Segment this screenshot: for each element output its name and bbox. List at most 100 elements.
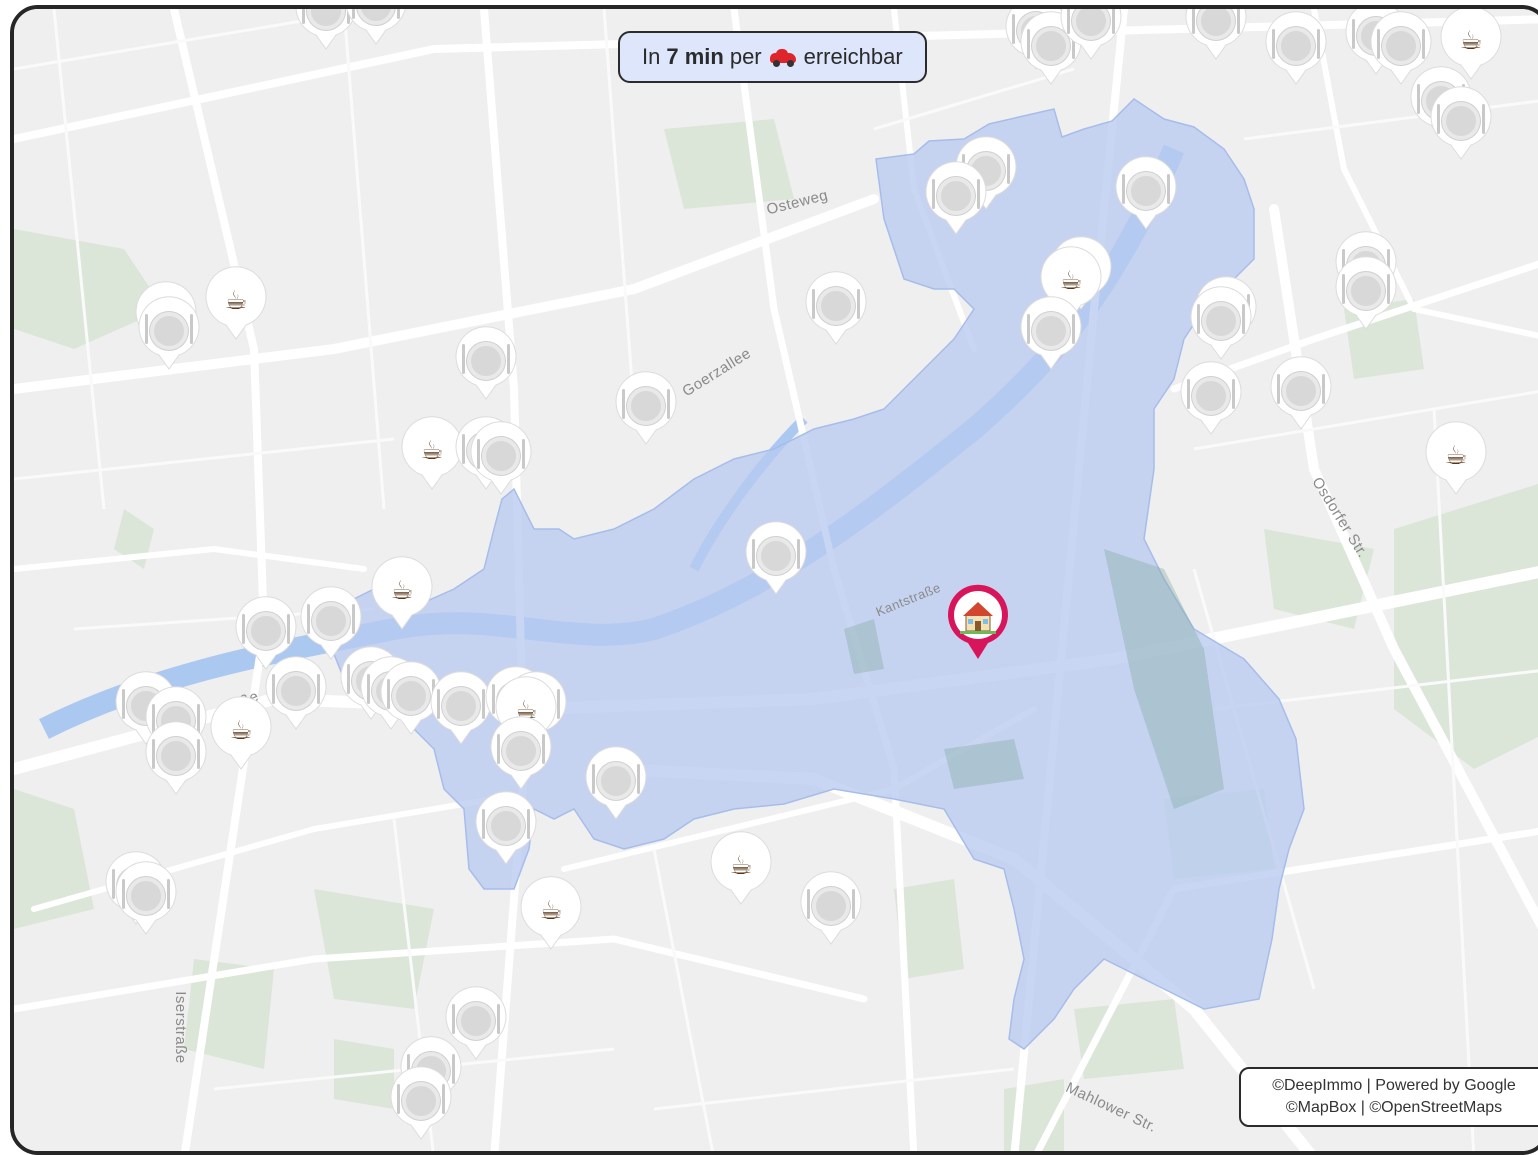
cafe-icon: ☕: [1059, 266, 1083, 296]
restaurant-icon: [1269, 359, 1333, 423]
restaurant-marker[interactable]: [614, 371, 678, 446]
restaurant-marker[interactable]: [1059, 9, 1123, 61]
cafe-marker[interactable]: ☕: [1439, 9, 1503, 81]
restaurant-marker[interactable]: [234, 596, 298, 671]
restaurant-icon: [114, 864, 178, 928]
restaurant-icon: [1184, 9, 1248, 53]
restaurant-marker[interactable]: [1264, 11, 1328, 86]
cafe-icon: ☕: [390, 576, 414, 606]
cafe-icon: ☕: [229, 716, 253, 746]
restaurant-marker[interactable]: [444, 986, 508, 1061]
restaurant-marker[interactable]: [299, 586, 363, 661]
restaurant-icon: [379, 664, 443, 728]
cafe-icon: ☕: [224, 286, 248, 316]
house-icon: [960, 602, 996, 634]
restaurant-icon: [1429, 89, 1493, 153]
restaurant-marker[interactable]: [264, 656, 328, 731]
restaurant-marker[interactable]: [584, 746, 648, 821]
street-label-iserstrasse: Iserstraße: [171, 991, 189, 1064]
cafe-icon: ☕: [1459, 26, 1483, 56]
cafe-marker[interactable]: ☕: [519, 876, 583, 951]
restaurant-icon: [299, 589, 363, 653]
restaurant-icon: [1264, 14, 1328, 78]
attribution-line-1: ©DeepImmo | Powered by Google: [1272, 1077, 1516, 1094]
restaurant-icon: [584, 749, 648, 813]
banner-suffix: erreichbar: [803, 44, 903, 69]
banner-duration: 7 min: [666, 44, 724, 69]
restaurant-marker[interactable]: [474, 791, 538, 866]
car-icon: [769, 49, 796, 67]
restaurant-marker[interactable]: [1429, 86, 1493, 161]
restaurant-marker[interactable]: [144, 721, 208, 796]
travel-time-banner: In 7 min per erreichbar: [618, 31, 927, 83]
restaurant-marker[interactable]: [1019, 296, 1083, 371]
home-pin-shape: [948, 584, 1008, 659]
restaurant-marker[interactable]: [429, 671, 493, 746]
restaurant-marker[interactable]: [1179, 361, 1243, 436]
cafe-marker[interactable]: ☕: [709, 831, 773, 906]
banner-per: per: [729, 44, 762, 69]
restaurant-icon: [744, 524, 808, 588]
restaurant-marker[interactable]: [344, 9, 408, 46]
restaurant-icon: [924, 164, 988, 228]
restaurant-icon: [144, 724, 208, 788]
isochrone-parks: [844, 549, 1224, 809]
restaurant-marker[interactable]: [389, 1066, 453, 1141]
restaurant-marker[interactable]: [1184, 9, 1248, 61]
restaurant-marker[interactable]: [294, 9, 358, 51]
restaurant-icon: [1189, 289, 1253, 353]
restaurant-icon: [489, 719, 553, 783]
map-frame[interactable]: Osteweg Goerzallee Kantstraße Osdorfer S…: [10, 5, 1538, 1155]
restaurant-marker[interactable]: [1334, 256, 1398, 331]
cafe-marker[interactable]: ☕: [204, 266, 268, 341]
restaurant-icon: [454, 329, 518, 393]
restaurant-icon: [444, 989, 508, 1053]
restaurant-icon: [469, 424, 533, 488]
restaurant-icon: [1369, 14, 1433, 78]
restaurant-marker[interactable]: [379, 661, 443, 736]
restaurant-marker[interactable]: [114, 861, 178, 936]
restaurant-icon: [429, 674, 493, 738]
restaurant-icon: [1334, 259, 1398, 323]
cafe-icon: ☕: [420, 436, 444, 466]
restaurant-marker[interactable]: [1189, 286, 1253, 361]
restaurant-marker[interactable]: [489, 716, 553, 791]
restaurant-marker[interactable]: [1114, 156, 1178, 231]
restaurant-icon: [344, 9, 408, 38]
restaurant-marker[interactable]: [1369, 11, 1433, 86]
map-attribution: ©DeepImmo | Powered by Google ©MapBox | …: [1239, 1067, 1538, 1127]
restaurant-icon: [137, 299, 201, 363]
minor-roads: [14, 9, 1538, 1151]
restaurant-icon: [1114, 159, 1178, 223]
cafe-marker[interactable]: ☕: [1424, 421, 1488, 496]
restaurant-icon: [804, 274, 868, 338]
restaurant-icon: [234, 599, 298, 663]
banner-prefix: In: [642, 44, 661, 69]
restaurant-icon: [389, 1069, 453, 1133]
home-marker[interactable]: [944, 581, 1012, 661]
restaurant-marker[interactable]: [924, 161, 988, 236]
restaurant-marker[interactable]: [137, 296, 201, 371]
restaurant-marker[interactable]: [799, 871, 863, 946]
cafe-icon: ☕: [1444, 441, 1468, 471]
restaurant-icon: [474, 794, 538, 858]
attribution-line-2: ©MapBox | ©OpenStreetMaps: [1285, 1099, 1503, 1116]
restaurant-marker[interactable]: [744, 521, 808, 596]
restaurant-icon: [264, 659, 328, 723]
restaurant-marker[interactable]: [804, 271, 868, 346]
cafe-marker[interactable]: ☕: [209, 696, 273, 771]
restaurant-icon: [799, 874, 863, 938]
restaurant-marker[interactable]: [469, 421, 533, 496]
restaurant-icon: [1019, 299, 1083, 363]
restaurant-marker[interactable]: [1269, 356, 1333, 431]
cafe-marker[interactable]: ☕: [400, 416, 464, 491]
restaurant-icon: [614, 374, 678, 438]
restaurant-icon: [1019, 14, 1083, 78]
restaurant-icon: [294, 9, 358, 43]
restaurant-icon: [1059, 9, 1123, 53]
restaurant-marker[interactable]: [454, 326, 518, 401]
cafe-icon: ☕: [729, 851, 753, 881]
restaurant-icon: [1179, 364, 1243, 428]
cafe-icon: ☕: [539, 896, 563, 926]
cafe-marker[interactable]: ☕: [370, 556, 434, 631]
